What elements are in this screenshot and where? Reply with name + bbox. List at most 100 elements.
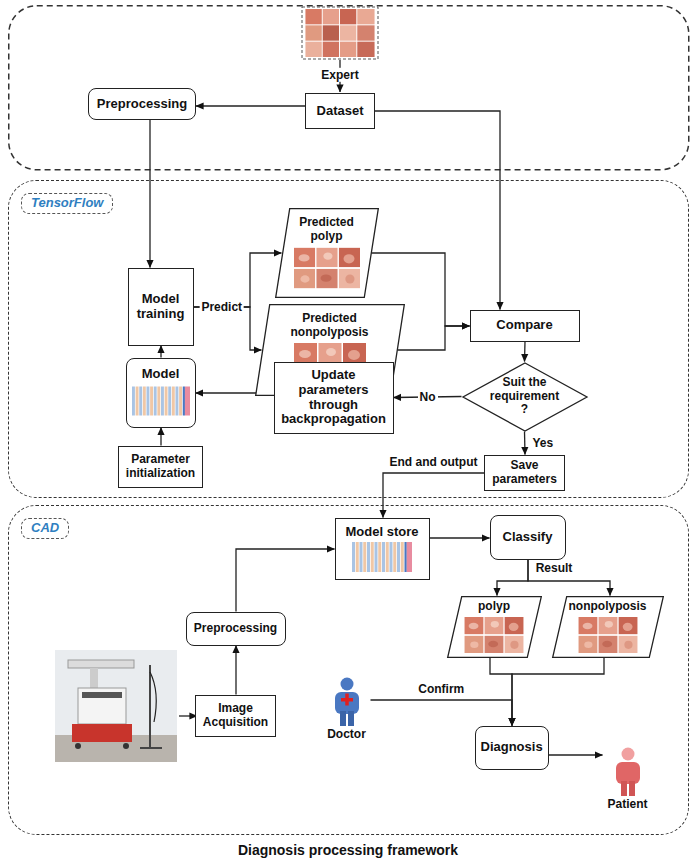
rounded-box: Model (126, 358, 196, 428)
edge-label: No (418, 390, 438, 404)
rounded-box: Classify (490, 515, 566, 560)
node-text: Model store (346, 525, 419, 540)
node-text: Model training (134, 292, 188, 322)
connector (236, 549, 335, 612)
process-box: Dataset (305, 93, 375, 129)
data-parallelogram: nonpolyposis (552, 596, 664, 658)
pole-foot (140, 747, 162, 749)
connector (160, 346, 161, 358)
group-band: TensorFlowPredicted polypModel trainingC… (8, 180, 689, 498)
thumbs-image (464, 617, 524, 653)
rounded-box: Preprocessing (88, 88, 196, 120)
thumbs-image (577, 617, 639, 653)
annotation-label: Expert (319, 68, 360, 82)
equipment-panel (82, 692, 122, 698)
cart-base (72, 724, 132, 742)
node-text: Save parameters (490, 459, 559, 487)
patient-picture (616, 747, 640, 796)
connector (528, 560, 610, 596)
rounded-box: Diagnosis (475, 726, 549, 770)
data-parallelogram: Predicted polyp (275, 208, 379, 298)
node-text: Predicted polyp (287, 216, 367, 244)
doctor-image (332, 676, 362, 726)
process-box: Update parameters through backpropagatio… (274, 362, 394, 434)
node-text: Suit the requirement ? (486, 376, 564, 417)
cnn-picture (132, 387, 190, 416)
cnn-image (132, 384, 190, 418)
node-text: Compare (496, 318, 552, 333)
thumbs-picture (578, 617, 637, 653)
node-text: polyp (478, 600, 510, 614)
person-icon: Patient (603, 742, 653, 816)
node-text: Dataset (317, 104, 364, 119)
person-icon: Doctor (323, 672, 371, 746)
para-shape (447, 596, 541, 657)
dataset-region (9, 6, 689, 170)
image-grid (305, 9, 374, 57)
connector (375, 111, 500, 310)
node-text: Classify (503, 530, 553, 545)
monitor-post (90, 668, 98, 688)
connector (371, 700, 513, 726)
edge-label: Confirm (416, 682, 466, 696)
patient-image (612, 746, 644, 796)
node-text: Model (142, 367, 180, 382)
node-text: Predicted nonpolyposis (267, 312, 393, 340)
connector (497, 560, 528, 596)
cnn-image (346, 542, 418, 572)
connector (235, 646, 236, 695)
monitor-arm (68, 660, 134, 668)
connector (512, 658, 604, 726)
connector (430, 537, 490, 538)
connector (196, 105, 305, 106)
connector (524, 432, 526, 455)
thumbs-picture (465, 617, 524, 653)
decision-diamond: Suit the requirement ? (462, 362, 588, 432)
thumbs-image (294, 247, 360, 289)
connector (383, 473, 484, 518)
photo-background (55, 650, 177, 762)
image-grid-frame (302, 7, 378, 59)
process-box: Model store (335, 518, 430, 580)
node-text: Update parameters through backpropagatio… (280, 368, 388, 428)
scope-pole (149, 665, 151, 748)
figure-caption: Diagnosis processing framework (238, 842, 458, 858)
connector (524, 342, 526, 362)
node-text: Parameter initialization (124, 453, 197, 481)
edge-label: Result (534, 561, 575, 575)
node-text: Image Acquisition (201, 702, 270, 730)
thumbs-picture (294, 248, 360, 288)
cart-wheel (75, 743, 81, 749)
data-parallelogram: polyp (447, 596, 542, 658)
cart-wheel (123, 743, 129, 749)
equipment-tower (78, 688, 126, 724)
group-label: TensorFlow (21, 193, 113, 214)
group-label: CAD (21, 518, 69, 539)
cnn-picture (352, 542, 412, 572)
connector (160, 428, 161, 446)
edge-label: Predict (199, 300, 244, 314)
connector (149, 120, 150, 268)
connector (490, 658, 512, 726)
node-text: Patient (607, 798, 647, 812)
node-text: nonpolyposis (569, 600, 647, 614)
node-text: Preprocessing (194, 622, 277, 636)
process-box: Model training (128, 268, 194, 346)
rounded-box: Preprocessing (186, 612, 286, 646)
group-band: CAD Model store Classify polyp nonpolyposisP… (8, 505, 689, 835)
scope-cable (150, 672, 156, 722)
process-box: Image Acquisition (195, 695, 276, 737)
node-text: Doctor (327, 728, 366, 742)
para-shape (552, 596, 663, 657)
doctor-picture (335, 677, 359, 726)
edge-label: End and output (388, 455, 480, 469)
connector (397, 326, 469, 350)
process-box: Parameter initialization (118, 446, 203, 488)
edge-label: Yes (530, 436, 555, 450)
node-text: Preprocessing (97, 97, 187, 112)
connector (549, 754, 603, 755)
process-box: Save parameters (484, 455, 565, 491)
